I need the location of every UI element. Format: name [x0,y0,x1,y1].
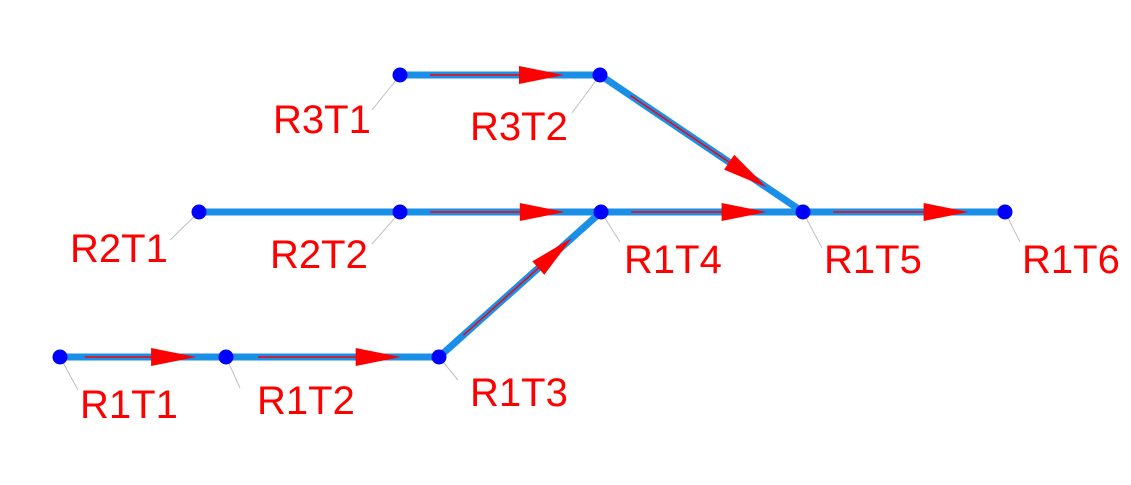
edge-r3t2-r1t5-arrow-icon [724,154,767,188]
leader-r3t2 [571,74,601,114]
edge-r1t1-r1t2-arrow-icon [151,348,197,366]
node-label-r1t5: R1T5 [824,238,922,282]
edge-r1t3-r1t4 [435,208,605,361]
node-label-r3t2: R3T2 [470,105,568,149]
node-label-r2t2: R2T2 [270,233,368,277]
node-r2t2 [392,204,408,220]
edge-r1t5-r1t6 [799,203,1009,221]
edge-r2t2-r1t4 [396,203,605,221]
edge-r1t1-r1t2 [56,348,230,366]
node-r3t2 [592,67,608,83]
node-label-r1t3: R1T3 [470,371,568,415]
node-r1t3 [431,349,447,365]
node-r1t2 [218,349,234,365]
edge-r2t2-r1t4-arrow-icon [519,203,565,221]
node-r1t1 [52,349,68,365]
node-r1t6 [997,204,1013,220]
node-r1t4 [593,204,609,220]
edge-r1t2-r1t3 [222,348,443,366]
edge-r1t4-r1t5-arrow-icon [721,203,767,221]
node-r3t1 [392,67,408,83]
edges-layer [56,66,1009,366]
nodes-layer [52,67,1013,365]
edge-r1t2-r1t3-arrow-icon [355,348,401,366]
node-label-r1t1: R1T1 [80,383,178,427]
edge-r1t4-r1t5 [597,203,807,221]
edge-r3t2-r1t5 [596,71,807,216]
edge-r1t5-r1t6-arrow-icon [923,203,969,221]
node-r2t1 [191,204,207,220]
edge-r3t1-r3t2-arrow-icon [519,66,564,84]
node-label-r1t2: R1T2 [257,379,355,423]
node-r1t5 [795,204,811,220]
node-label-r1t4: R1T4 [624,238,722,282]
node-label-r3t1: R3T1 [273,98,371,142]
node-label-r1t6: R1T6 [1022,238,1120,282]
edge-r1t3-r1t4-arrow-icon [532,238,572,275]
edge-r3t2-r1t5-arrow-shaft [630,94,747,175]
node-label-r2t1: R2T1 [70,227,168,271]
edge-r3t1-r3t2 [396,66,604,84]
